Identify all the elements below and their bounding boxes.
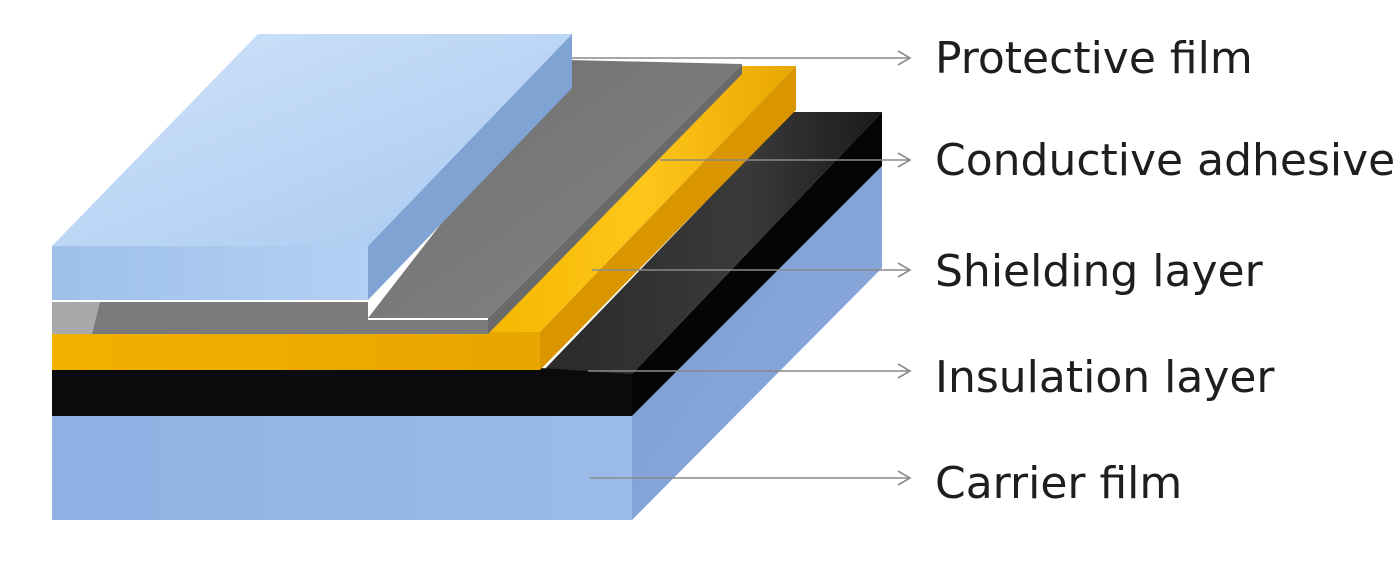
insulation-layer-side (632, 112, 882, 416)
insulation-layer-top (540, 112, 882, 374)
label-protective-film: Protective film (935, 33, 1253, 84)
protective-film-side (368, 34, 572, 300)
carrier-film-front (52, 416, 632, 520)
conductive-adhesive-layer (52, 60, 742, 334)
label-shielding-layer: Shielding layer (935, 246, 1264, 297)
conductive-adhesive-top (368, 60, 742, 318)
leader-lines (572, 50, 912, 486)
carrier-film-layer (52, 166, 882, 520)
leader-insulation-layer (588, 363, 912, 379)
carrier-film-side (632, 166, 882, 520)
label-carrier-film: Carrier film (935, 458, 1182, 509)
shielding-layer-side (540, 66, 796, 370)
leader-carrier-film (590, 470, 912, 486)
protective-film-front (52, 246, 368, 300)
insulation-layer-front (52, 368, 632, 416)
shielding-layer-front (52, 332, 540, 370)
conductive-adhesive-front (52, 302, 488, 334)
label-insulation-layer: Insulation layer (935, 352, 1275, 403)
leader-protective-film (572, 50, 912, 66)
conductive-adhesive-front-left (52, 302, 100, 334)
insulation-layer (52, 112, 882, 416)
leader-shielding-layer (592, 262, 912, 278)
leader-conductive-adhesive (660, 152, 912, 168)
protective-film-top (52, 34, 572, 246)
label-conductive-adhesive: Conductive adhesive (935, 135, 1395, 186)
protective-film-layer (52, 34, 572, 300)
shielding-layer (52, 66, 796, 370)
shielding-layer-top (488, 66, 796, 332)
conductive-adhesive-side (488, 64, 742, 334)
